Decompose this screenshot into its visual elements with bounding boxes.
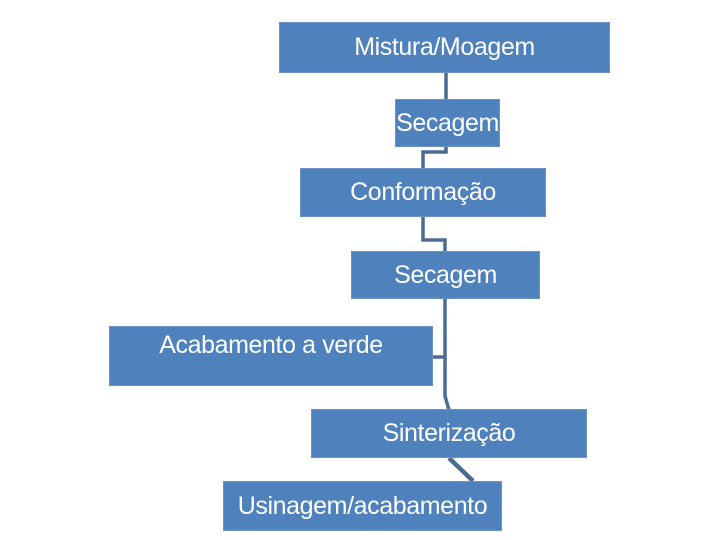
node-label-mistura-moagem: Mistura/Moagem [354, 33, 535, 61]
node-label-secagem-1: Secagem [396, 108, 499, 137]
connector-conformacao-to-secagem2 [421, 216, 447, 253]
node-label-acabamento-a-verde: Acabamento a verde [159, 331, 383, 359]
flow-node-usinagem-acabamento: Usinagem/acabamento [223, 481, 502, 531]
connector-secagem1-to-conformacao [421, 146, 448, 169]
flow-node-secagem-2: Secagem [351, 251, 540, 299]
node-label-secagem-2: Secagem [394, 260, 497, 289]
flow-node-secagem-1: Secagem [395, 99, 500, 147]
flow-node-conformacao: Conformação [300, 168, 546, 217]
connector-secagem2-to-sinterizacao [443, 298, 451, 411]
connector-sinterizacao-to-usinagem [447, 456, 475, 483]
flow-node-sinterizacao: Sinterização [311, 409, 587, 458]
node-label-usinagem-acabamento: Usinagem/acabamento [237, 491, 488, 520]
node-label-sinterizacao: Sinterização [382, 419, 516, 447]
flow-node-mistura-moagem: Mistura/Moagem [279, 22, 610, 73]
node-label-conformacao: Conformação [350, 178, 496, 206]
flow-node-acabamento-a-verde: Acabamento a verde [109, 326, 433, 386]
